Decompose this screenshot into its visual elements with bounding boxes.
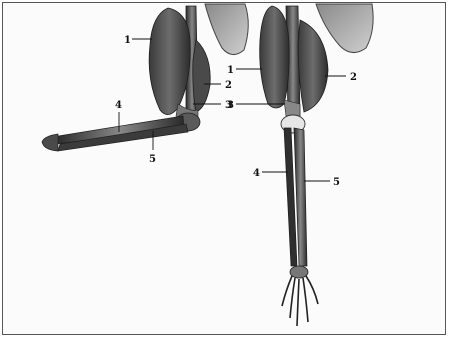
left-arm xyxy=(42,4,248,151)
label-right-1: 1 xyxy=(227,65,234,76)
label-left-4: 4 xyxy=(115,100,122,111)
left-hand xyxy=(42,134,58,151)
label-right-4: 4 xyxy=(253,168,260,179)
right-hand xyxy=(282,266,318,326)
left-biceps xyxy=(149,8,190,115)
label-right-5: 5 xyxy=(333,177,340,188)
label-left-2: 2 xyxy=(225,80,232,91)
left-brachialis xyxy=(193,40,210,112)
label-right-3: 3 xyxy=(227,100,234,111)
left-shoulder xyxy=(205,4,248,55)
right-arm xyxy=(260,4,373,326)
right-biceps xyxy=(260,6,289,108)
label-right-2: 2 xyxy=(350,72,357,83)
label-left-5: 5 xyxy=(149,154,156,165)
right-shoulder xyxy=(316,4,373,53)
right-brachialis xyxy=(298,20,328,112)
label-left-1: 1 xyxy=(124,35,131,46)
